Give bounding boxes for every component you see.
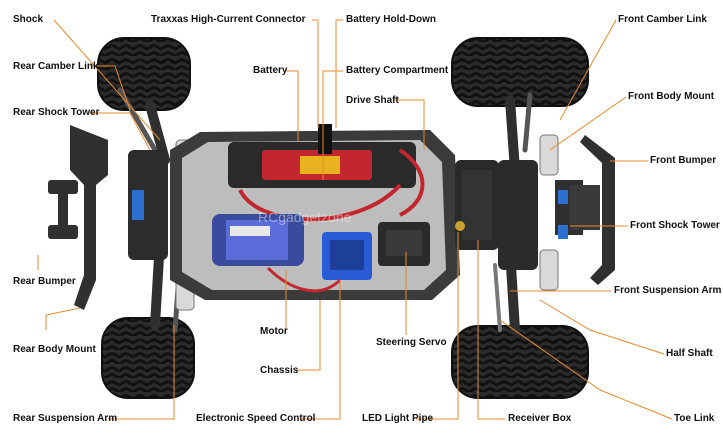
label-rear-suspension-arm: Rear Suspension Arm xyxy=(13,413,118,424)
label-battery: Battery xyxy=(253,65,288,76)
label-battery-hold-down: Battery Hold-Down xyxy=(346,14,436,25)
label-rear-body-mount: Rear Body Mount xyxy=(13,344,96,355)
label-led-light-pipe: LED Light Pipe xyxy=(362,413,434,424)
front-bumper-part xyxy=(570,135,615,285)
label-front-body-mount: Front Body Mount xyxy=(628,91,715,102)
wheel-front-bottom xyxy=(451,325,589,399)
label-battery-compartment: Battery Compartment xyxy=(346,65,449,76)
servo-part xyxy=(378,222,430,266)
wheel-rear-bottom xyxy=(101,317,195,399)
label-motor: Motor xyxy=(260,326,288,337)
receiver-box-part xyxy=(455,160,499,250)
rear-bumper-part xyxy=(48,125,108,310)
leader-lines xyxy=(37,19,673,420)
motor-part xyxy=(212,214,304,266)
label-front-shock-tower: Front Shock Tower xyxy=(630,220,720,231)
label-front-bumper: Front Bumper xyxy=(650,155,717,166)
watermark-text: RCgadgetzone xyxy=(258,209,352,225)
label-drive-shaft: Drive Shaft xyxy=(346,95,399,106)
label-esc: Electronic Speed Control xyxy=(196,413,316,424)
label-chassis: Chassis xyxy=(260,365,299,376)
battery-pack xyxy=(228,124,425,222)
label-receiver-box: Receiver Box xyxy=(508,413,572,424)
label-steering-servo: Steering Servo xyxy=(376,337,447,348)
label-toe-link: Toe Link xyxy=(674,413,715,424)
label-half-shaft: Half Shaft xyxy=(666,348,713,359)
front-suspension xyxy=(498,134,583,291)
label-rear-camber-link: Rear Camber Link xyxy=(13,61,99,72)
esc-part xyxy=(266,232,372,293)
label-front-suspension-arm: Front Suspension Arm xyxy=(614,285,722,296)
label-rear-shock-tower: Rear Shock Tower xyxy=(13,107,100,118)
wheel-rear-top xyxy=(97,37,191,111)
wheel-front-top xyxy=(451,37,589,107)
label-traxxas-connector: Traxxas High-Current Connector xyxy=(151,14,306,25)
label-rear-bumper: Rear Bumper xyxy=(13,276,76,287)
label-shock: Shock xyxy=(13,14,44,25)
label-front-camber-link: Front Camber Link xyxy=(618,14,707,25)
